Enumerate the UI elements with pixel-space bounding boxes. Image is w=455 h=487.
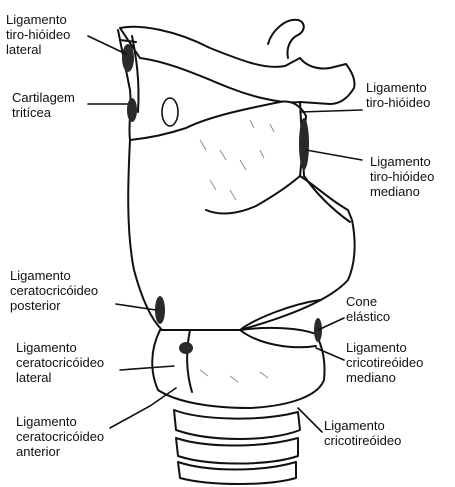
hyoid-horn <box>268 20 304 58</box>
label-ligamento-ceratocricoideo-posterior: Ligamento ceratocricóideo posterior <box>10 268 98 313</box>
thyroid-cartilage <box>128 102 354 330</box>
label-ligamento-tiro-hioideo: Ligamento tiro-hióideo <box>366 80 430 110</box>
label-ligamento-cricotireoideo: Ligamento cricotireóideo <box>324 418 401 448</box>
leader-tiro-hioideo-mediano <box>306 150 362 160</box>
leader-ceratocricoideo-anterior <box>110 388 176 428</box>
label-cartilagem-triticea: Cartilagem tritícea <box>12 90 75 120</box>
label-ligamento-ceratocricoideo-lateral: Ligamento ceratocricóideo lateral <box>16 340 104 385</box>
label-ligamento-ceratocricoideo-anterior: Ligamento ceratocricóideo anterior <box>16 414 104 459</box>
hyoid-bone <box>120 27 355 104</box>
label-cone-elastico: Cone elástico <box>346 294 390 324</box>
label-ligamento-tiro-hioideo-lateral: Ligamento tiro-hióideo lateral <box>6 12 70 57</box>
label-ligamento-tiro-hioideo-mediano: Ligamento tiro-hióideo mediano <box>370 154 434 199</box>
leader-cone-elastico <box>318 318 344 330</box>
label-ligamento-cricotireoideo-mediano: Ligamento cricotireóideo mediano <box>346 340 423 385</box>
tracheal-ring <box>174 410 300 439</box>
cricoid-cartilage <box>152 328 324 408</box>
leader-cricotireoideo <box>298 408 322 432</box>
leader-tiro-hioideo <box>300 110 362 112</box>
tracheal-ring <box>176 438 298 464</box>
tracheal-ring <box>178 462 296 484</box>
